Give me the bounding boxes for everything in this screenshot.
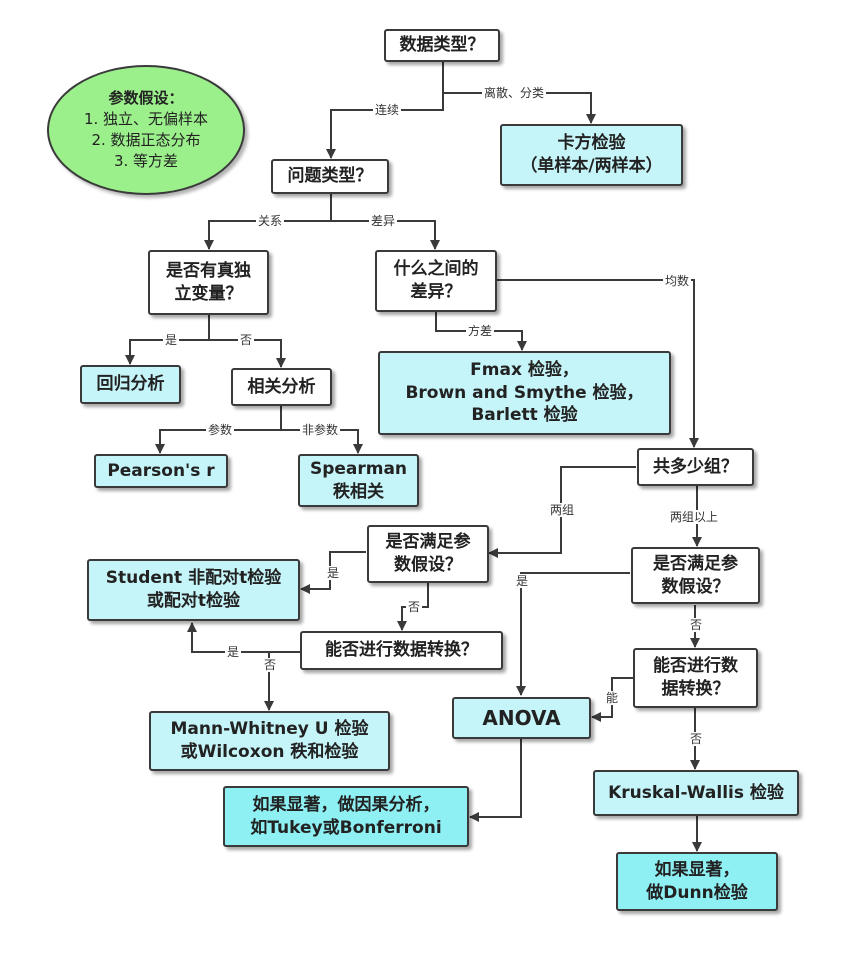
data-type-node: 数据类型？ bbox=[384, 29, 500, 62]
edge-mean bbox=[497, 279, 699, 448]
edge-difference bbox=[331, 220, 440, 250]
mann-whitney-node: Mann-Whitney U 检验 或Wilcoxon 秩和检验 bbox=[149, 711, 390, 771]
question-type-node: 问题类型？ bbox=[271, 159, 389, 194]
label-yes-regression: 是 bbox=[163, 333, 180, 347]
edge-yes-anova bbox=[516, 572, 630, 696]
assumption-item-3: 3. 等方差 bbox=[113, 152, 179, 170]
assumptions-title: 参数假设： bbox=[108, 89, 184, 107]
t-test-node: Student 非配对t检验 或配对t检验 bbox=[87, 559, 300, 621]
label-yes-transform-t: 是 bbox=[225, 645, 242, 659]
label-no-mann: 否 bbox=[262, 658, 279, 672]
group-count-node: 共多少组？ bbox=[637, 448, 754, 486]
transform-multi-node: 能否进行数 据转换？ bbox=[633, 648, 758, 708]
label-more-groups: 两组以上 bbox=[668, 510, 721, 524]
label-can-anova: 能 bbox=[604, 691, 621, 705]
label-mean: 均数 bbox=[663, 274, 692, 288]
label-two-groups: 两组 bbox=[548, 503, 577, 517]
label-parametric: 参数 bbox=[206, 423, 235, 437]
pearson-node: Pearson's r bbox=[94, 454, 228, 488]
difference-between-node: 什么之间的 差异？ bbox=[375, 250, 497, 312]
spearman-node: Spearman 秩相关 bbox=[298, 454, 419, 507]
transform-two-node: 能否进行数据转换？ bbox=[300, 631, 503, 670]
dunn-test-node: 如果显著， 做Dunn检验 bbox=[616, 852, 778, 911]
label-difference: 差异 bbox=[369, 214, 398, 228]
assumption-item-2: 2. 数据正态分布 bbox=[91, 131, 201, 149]
label-nonparametric: 非参数 bbox=[300, 423, 341, 437]
label-yes-anova: 是 bbox=[514, 574, 531, 588]
chi-square-node: 卡方检验 （单样本/两样本） bbox=[500, 124, 683, 186]
label-continuous: 连续 bbox=[373, 103, 402, 117]
label-discrete: 离散、分类 bbox=[482, 86, 547, 100]
edge-no-correlation bbox=[209, 339, 286, 368]
label-no-transform-two: 否 bbox=[406, 600, 423, 614]
param-assumption-multi-node: 是否满足参 数假设？ bbox=[631, 547, 760, 604]
param-assumption-two-node: 是否满足参 数假设？ bbox=[367, 525, 489, 583]
correlation-node: 相关分析 bbox=[231, 368, 332, 406]
label-yes-t: 是 bbox=[325, 566, 342, 580]
label-variance: 方差 bbox=[466, 324, 495, 338]
posthoc-node: 如果显著，做因果分析， 如Tukey或Bonferroni bbox=[223, 786, 469, 847]
edge-yes-transform-t bbox=[187, 622, 300, 653]
regression-node: 回归分析 bbox=[80, 365, 181, 404]
label-no-kruskal: 否 bbox=[688, 732, 705, 746]
independent-variable-node: 是否有真独 立变量？ bbox=[148, 250, 269, 315]
assumption-item-1: 1. 独立、无偏样本 bbox=[83, 110, 209, 128]
fmax-node: Fmax 检验， Brown and Smythe 检验， Barlett 检验 bbox=[378, 351, 671, 435]
parametric-assumptions: 参数假设： 1. 独立、无偏样本 2. 数据正态分布 3. 等方差 bbox=[47, 65, 245, 195]
edge-anova-posthoc bbox=[469, 739, 522, 822]
kruskal-wallis-node: Kruskal-Wallis 检验 bbox=[593, 770, 799, 816]
label-relation: 关系 bbox=[256, 214, 285, 228]
label-no-transform-multi: 否 bbox=[688, 618, 705, 632]
anova-node: ANOVA bbox=[452, 697, 591, 739]
label-no-correlation: 否 bbox=[238, 333, 255, 347]
